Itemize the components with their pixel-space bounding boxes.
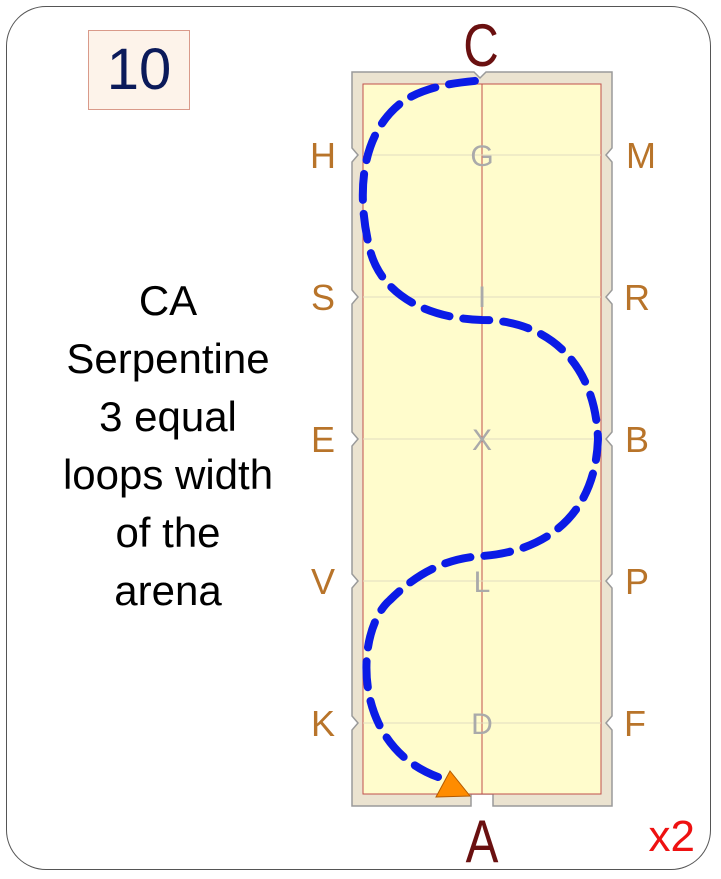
description-line: CA — [138, 277, 198, 324]
end-letter-a: A — [466, 807, 499, 875]
side-letter-p: P — [625, 561, 649, 602]
end-letter-c: C — [463, 11, 499, 79]
test-number: 10 — [88, 30, 190, 110]
test-description: CA Serpentine 3 equal loops width of the… — [30, 272, 306, 620]
start-marker — [435, 770, 472, 798]
centre-letter-x: X — [472, 424, 492, 457]
serpentine-path — [358, 76, 603, 781]
side-letter-r: R — [624, 277, 650, 318]
description-line: Serpentine — [66, 335, 270, 382]
side-letter-f: F — [624, 703, 646, 744]
side-letter-v: V — [311, 561, 335, 602]
side-letter-b: B — [625, 419, 649, 460]
description-line: 3 equal — [99, 393, 237, 440]
repeat-count: x2 — [648, 812, 695, 861]
side-letter-s: S — [311, 277, 335, 318]
side-letter-e: E — [311, 419, 335, 460]
description-line: arena — [114, 567, 222, 614]
centre-letter-d: D — [471, 708, 493, 741]
centre-letter-l: L — [474, 566, 491, 599]
side-letter-k: K — [311, 703, 335, 744]
centre-letter-i: I — [478, 281, 486, 314]
side-letter-m: M — [626, 135, 656, 176]
centre-letter-g: G — [470, 140, 493, 173]
description-line: of the — [115, 509, 221, 556]
side-letter-h: H — [310, 135, 336, 176]
description-line: loops width — [62, 451, 274, 498]
